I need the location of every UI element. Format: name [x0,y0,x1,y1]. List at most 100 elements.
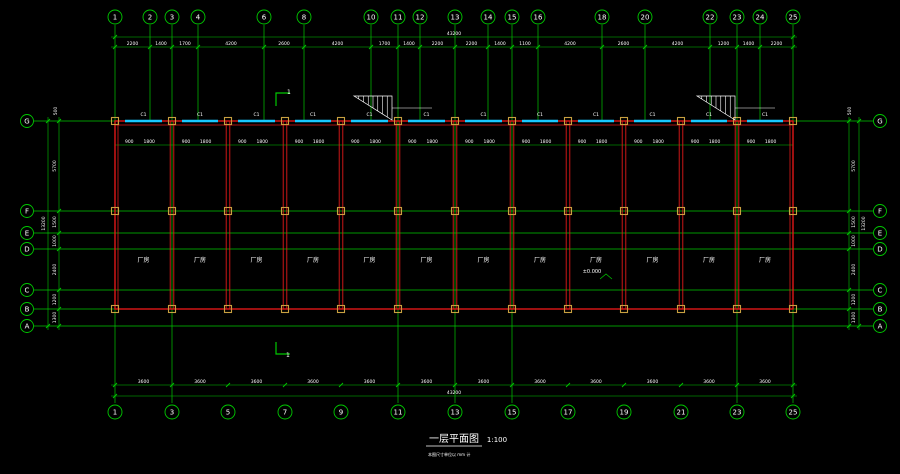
window-tag: C1 [197,112,203,118]
wall-segment-dim: 1800 [483,139,495,145]
bottom-dim-chain-label: 3600 [759,379,771,385]
top-dim-chain-tick [261,44,267,50]
bottom-dim-chain-tick [734,382,740,388]
room-label: 厂房 [420,256,432,264]
axis-bubble-top [637,9,653,25]
top-dim-chain-label: 4200 [332,41,344,47]
right-dim-chain-label: 1500 [851,216,857,228]
section-mark-top-label: 1 [287,89,291,96]
axis-bubble-left-label: G [24,118,29,126]
bottom-dim-chain-tick [678,382,684,388]
right-dim-chain-label: 1000 [851,235,857,247]
wall-segment-dim: 900 [747,139,756,145]
top-dim-chain-label: 1400 [155,41,167,47]
axis-bubble-top-label: 18 [598,14,607,22]
drawing-title: 一层平面图 [429,433,479,445]
right-dim-chain-tick [846,118,852,124]
structural-column [563,304,573,314]
axis-bubble-bottom-label: 11 [394,409,403,417]
top-dim-chain-tick [169,44,175,50]
axis-bubble-right-label: G [877,118,882,126]
structural-column [110,206,120,216]
axis-bubble-top-label: 25 [789,14,798,22]
axis-bubble-bottom [616,404,632,420]
room-label: 厂房 [194,256,206,264]
axis-bubble-top-label: 6 [262,14,267,22]
structural-column [788,116,798,126]
structural-column [788,206,798,216]
structural-column [336,304,346,314]
axis-bubble-right-label: A [878,323,883,331]
structural-column [619,206,629,216]
axis-bubble-bottom-label: 17 [564,409,573,417]
top-dim-chain-tick [790,44,796,50]
top-dim-chain-tick [757,44,763,50]
bottom-total-dim-label: 43200 [447,390,461,396]
axis-bubble-bottom-label: 3 [170,409,174,417]
left-dim-chain-label: 5700 [52,160,58,172]
axis-bubble-top [729,9,745,25]
wall-segment-dim: 900 [238,139,247,145]
axis-bubble-top-label: 8 [302,14,306,22]
drawing-scale: 1:100 [487,436,507,444]
window-tag: C1 [762,112,768,118]
right-dim-chain-tick [846,323,852,329]
top-dim-chain-label: 2600 [278,41,290,47]
wall-segment-dim: 1800 [765,139,777,145]
elevation-triangle [599,273,613,280]
axis-bubble-bottom-label: 15 [508,409,517,417]
axis-bubble-top [702,9,718,25]
axis-bubble-top [447,9,463,25]
bottom-dim-chain-tick [338,382,344,388]
top-dim-chain-tick [417,44,423,50]
wall-segment-dim: 1800 [652,139,664,145]
axis-bubble-right [873,242,887,256]
top-dim-chain-label: 1400 [494,41,506,47]
top-dim-chain-label: 2200 [432,41,444,47]
wall-segment-dim: 1800 [369,139,381,145]
wall-segment-dim: 900 [125,139,134,145]
right-dim-chain-label: 5700 [851,160,857,172]
structural-column [336,116,346,126]
axis-bubble-right-label: D [877,246,882,254]
axis-bubble-right [873,283,887,297]
room-label: 厂房 [307,256,319,264]
left-total-dim-label: 13200 [41,216,47,230]
axis-bubble-bottom-label: 5 [226,409,230,417]
drawing-subtitle: 本图尺寸单位以 mm 计 [428,451,470,457]
axis-bubble-bottom [277,404,293,420]
bottom-dim-chain-label: 3600 [138,379,150,385]
bottom-dim-chain-tick [452,382,458,388]
axis-bubble-bottom-label: 13 [451,409,460,417]
wall-segment-dim: 900 [182,139,191,145]
window-tag: C1 [140,112,146,118]
wall-segment-dim: 1800 [709,139,721,145]
axis-bubble-right-label: C [878,287,883,295]
section-mark-bottom [275,342,290,355]
bottom-dim-chain-tick [112,382,118,388]
wall-segment-dim: 900 [408,139,417,145]
structural-column [450,206,460,216]
right-side-note: 500 [847,107,853,116]
axis-bubble-top-label: 16 [534,14,543,22]
axis-bubble-left [20,302,34,316]
room-label: 厂房 [250,256,262,264]
right-dim-chain-tick [846,208,852,214]
axis-bubble-bottom [220,404,236,420]
axis-bubble-bottom [560,404,576,420]
axis-bubble-bottom [673,404,689,420]
bottom-dim-chain-tick [790,382,796,388]
wall-segment-dim: 900 [295,139,304,145]
wall-segment-dim: 1800 [596,139,608,145]
top-dim-chain-tick [734,44,740,50]
axis-bubble-top-label: 15 [508,14,517,22]
top-dim-chain-tick [112,44,118,50]
top-dim-chain-label: 2200 [771,41,783,47]
room-label: 厂房 [646,256,658,264]
structural-column [167,116,177,126]
section-mark-top [275,92,290,106]
top-dim-chain-tick [195,44,201,50]
top-dim-chain-label: 1400 [743,41,755,47]
left-dim-chain-label: 1200 [52,294,58,306]
